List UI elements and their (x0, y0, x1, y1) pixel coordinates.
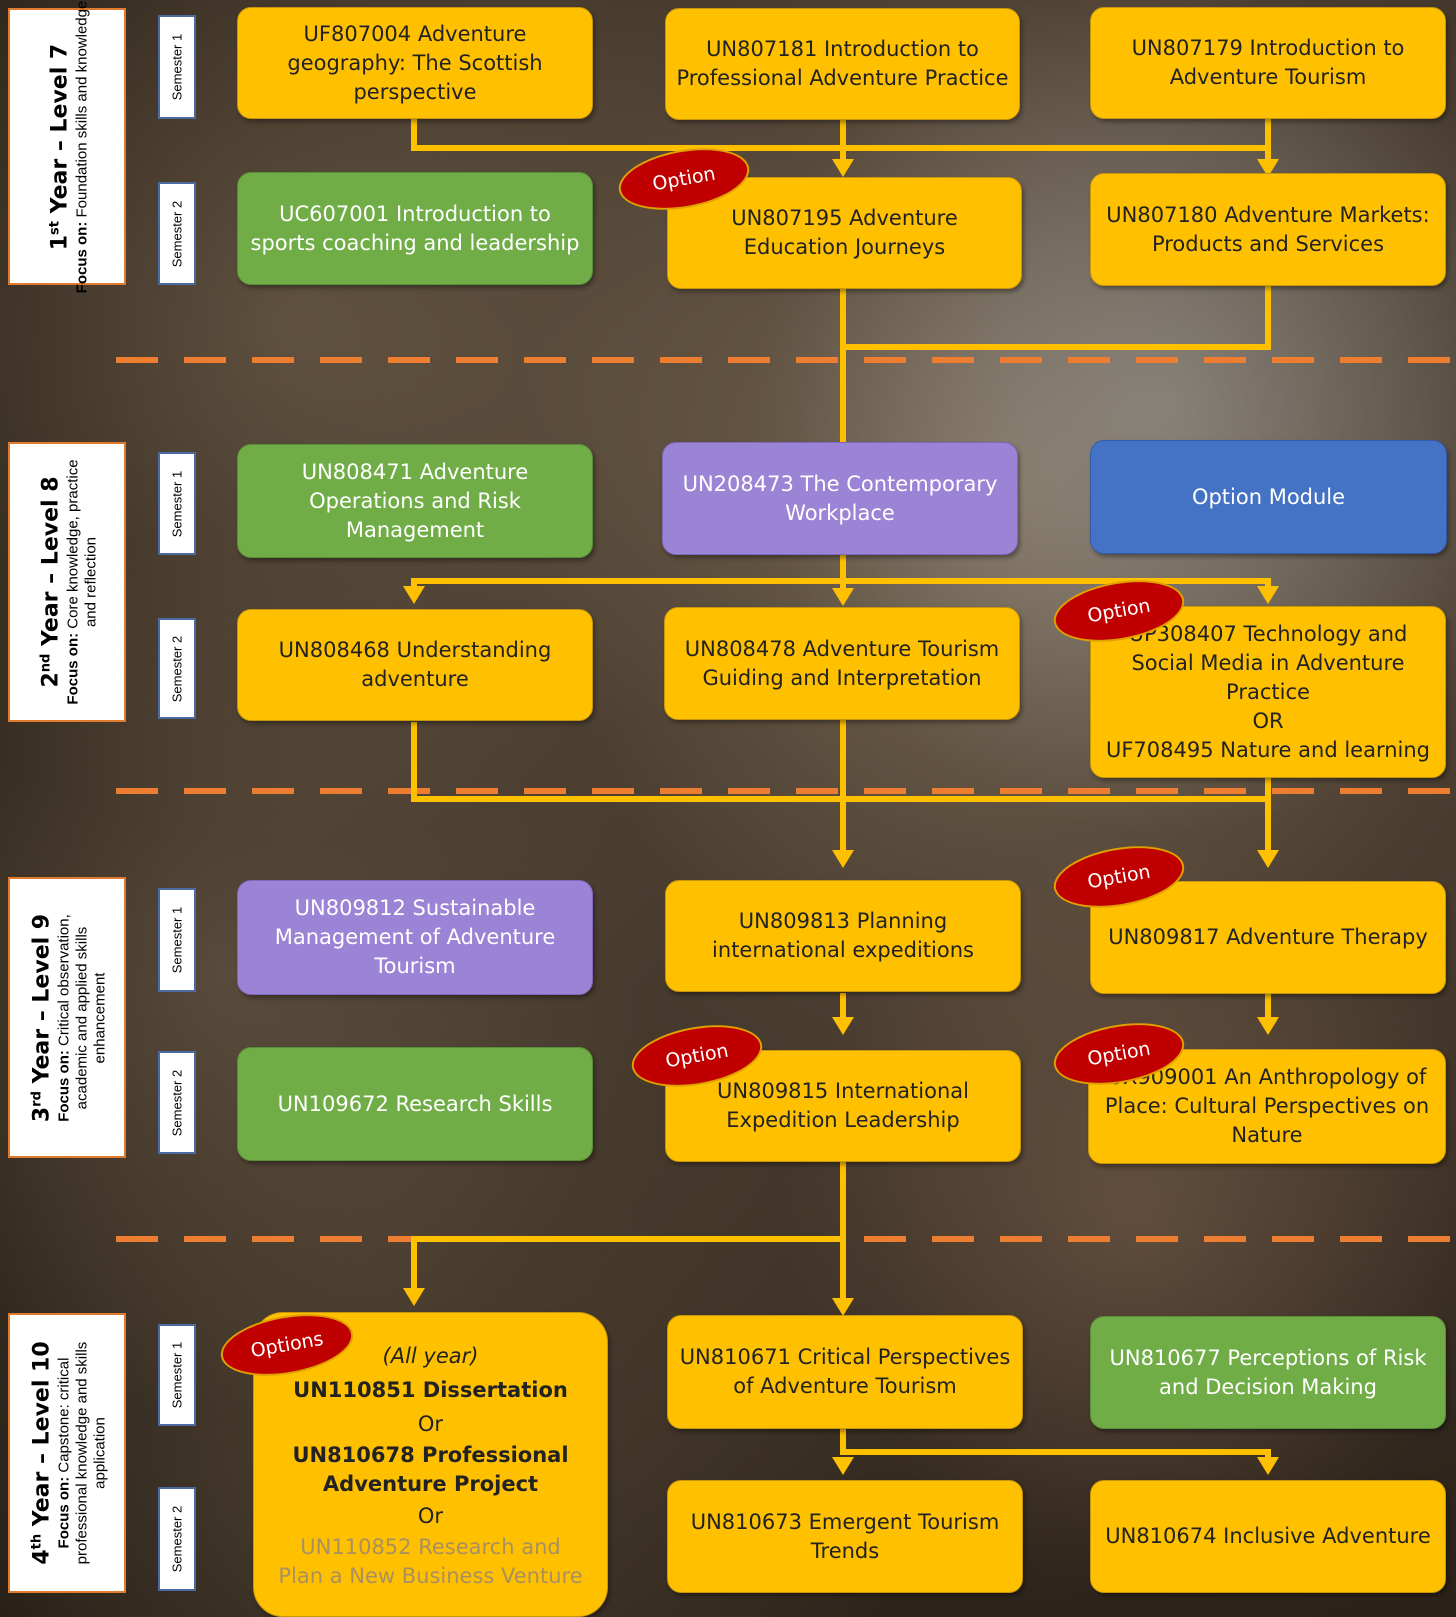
connector-line (1265, 118, 1271, 163)
semester-1-label: Semester 1 (158, 888, 196, 992)
year-4-label: 4th Year – Level 10 Focus on: Capstone: … (8, 1313, 126, 1593)
semester-2-label: Semester 2 (158, 1487, 196, 1591)
connector-arrow (403, 1288, 425, 1306)
module-up308407-or-uf708495[interactable]: UP308407 Technology and Social Media in … (1090, 606, 1446, 778)
connector-line (411, 1236, 417, 1288)
connector-arrow (1257, 1457, 1279, 1475)
connector-line (840, 1425, 846, 1455)
connector-line (840, 720, 846, 850)
module-un810674[interactable]: UN810674 Inclusive Adventure (1090, 1480, 1446, 1593)
connector-line (1265, 993, 1271, 1019)
connector-line (840, 1449, 1271, 1455)
connector-line (411, 578, 417, 586)
module-un810677[interactable]: UN810677 Perceptions of Risk and Decisio… (1090, 1316, 1446, 1429)
year-2-label: 2nd Year – Level 8 Focus on: Core knowle… (8, 442, 126, 722)
semester-2-label: Semester 2 (158, 618, 196, 719)
module-un109672[interactable]: UN109672 Research Skills (237, 1047, 593, 1161)
module-un808468[interactable]: UN808468 Understanding adventure (237, 609, 593, 721)
connector-line (1265, 1449, 1271, 1457)
connector-line (1265, 285, 1271, 350)
module-un810671[interactable]: UN810671 Critical Perspectives of Advent… (667, 1315, 1023, 1429)
connector-arrow (832, 1298, 854, 1316)
connector-line (840, 118, 846, 163)
connector-arrow (832, 1017, 854, 1035)
connector-line (1265, 578, 1271, 586)
connector-arrow (832, 1457, 854, 1475)
semester-1-label: Semester 1 (158, 15, 196, 119)
connector-line (411, 578, 1271, 584)
module-un208473[interactable]: UN208473 The Contemporary Workplace (662, 442, 1018, 555)
year-1-label: 1st Year – Level 7 Focus on: Foundation … (8, 0, 126, 293)
connector-arrow (1257, 850, 1279, 868)
connector-arrow (832, 159, 854, 177)
module-un809817[interactable]: UN809817 Adventure Therapy (1090, 881, 1446, 994)
year-divider (116, 788, 1456, 794)
module-un807181[interactable]: UN807181 Introduction to Professional Ad… (665, 8, 1020, 120)
connector-arrow (832, 588, 854, 606)
module-un809813[interactable]: UN809813 Planning international expediti… (665, 880, 1021, 992)
connector-line (840, 993, 846, 1019)
module-ux909001[interactable]: UX909001 An Anthropology of Place: Cultu… (1088, 1049, 1446, 1164)
connector-line (840, 344, 1271, 350)
connector-line (411, 118, 417, 151)
module-uc607001[interactable]: UC607001 Introduction to sports coaching… (237, 172, 593, 285)
connector-line (411, 722, 417, 802)
module-un807195[interactable]: UN807195 Adventure Education Journeys (667, 177, 1022, 289)
connector-arrow (832, 850, 854, 868)
module-un809812[interactable]: UN809812 Sustainable Management of Adven… (237, 880, 593, 995)
semester-2-label: Semester 2 (158, 182, 196, 285)
connector-arrow (1257, 1017, 1279, 1035)
module-un807179[interactable]: UN807179 Introduction to Adventure Touri… (1090, 7, 1446, 119)
module-uf807004[interactable]: UF807004 Adventure geography: The Scotti… (237, 7, 593, 119)
connector-line (1265, 765, 1271, 850)
connector-arrow (1257, 586, 1279, 604)
module-un808471[interactable]: UN808471 Adventure Operations and Risk M… (237, 444, 593, 558)
year-3-label: 3rd Year – Level 9 Focus on: Critical ob… (8, 877, 126, 1158)
connector-line (411, 1236, 846, 1242)
connector-arrow (1257, 159, 1279, 177)
semester-2-label: Semester 2 (158, 1051, 196, 1154)
module-un810673[interactable]: UN810673 Emergent Tourism Trends (667, 1480, 1023, 1593)
connector-arrow (403, 586, 425, 604)
module-un807180[interactable]: UN807180 Adventure Markets: Products and… (1090, 173, 1446, 286)
semester-1-label: Semester 1 (158, 1324, 196, 1426)
module-un808478[interactable]: UN808478 Adventure Tourism Guiding and I… (664, 607, 1020, 720)
semester-1-label: Semester 1 (158, 452, 196, 555)
module-option[interactable]: Option Module (1090, 440, 1447, 554)
year-divider (116, 357, 1456, 363)
connector-line (840, 1162, 846, 1300)
